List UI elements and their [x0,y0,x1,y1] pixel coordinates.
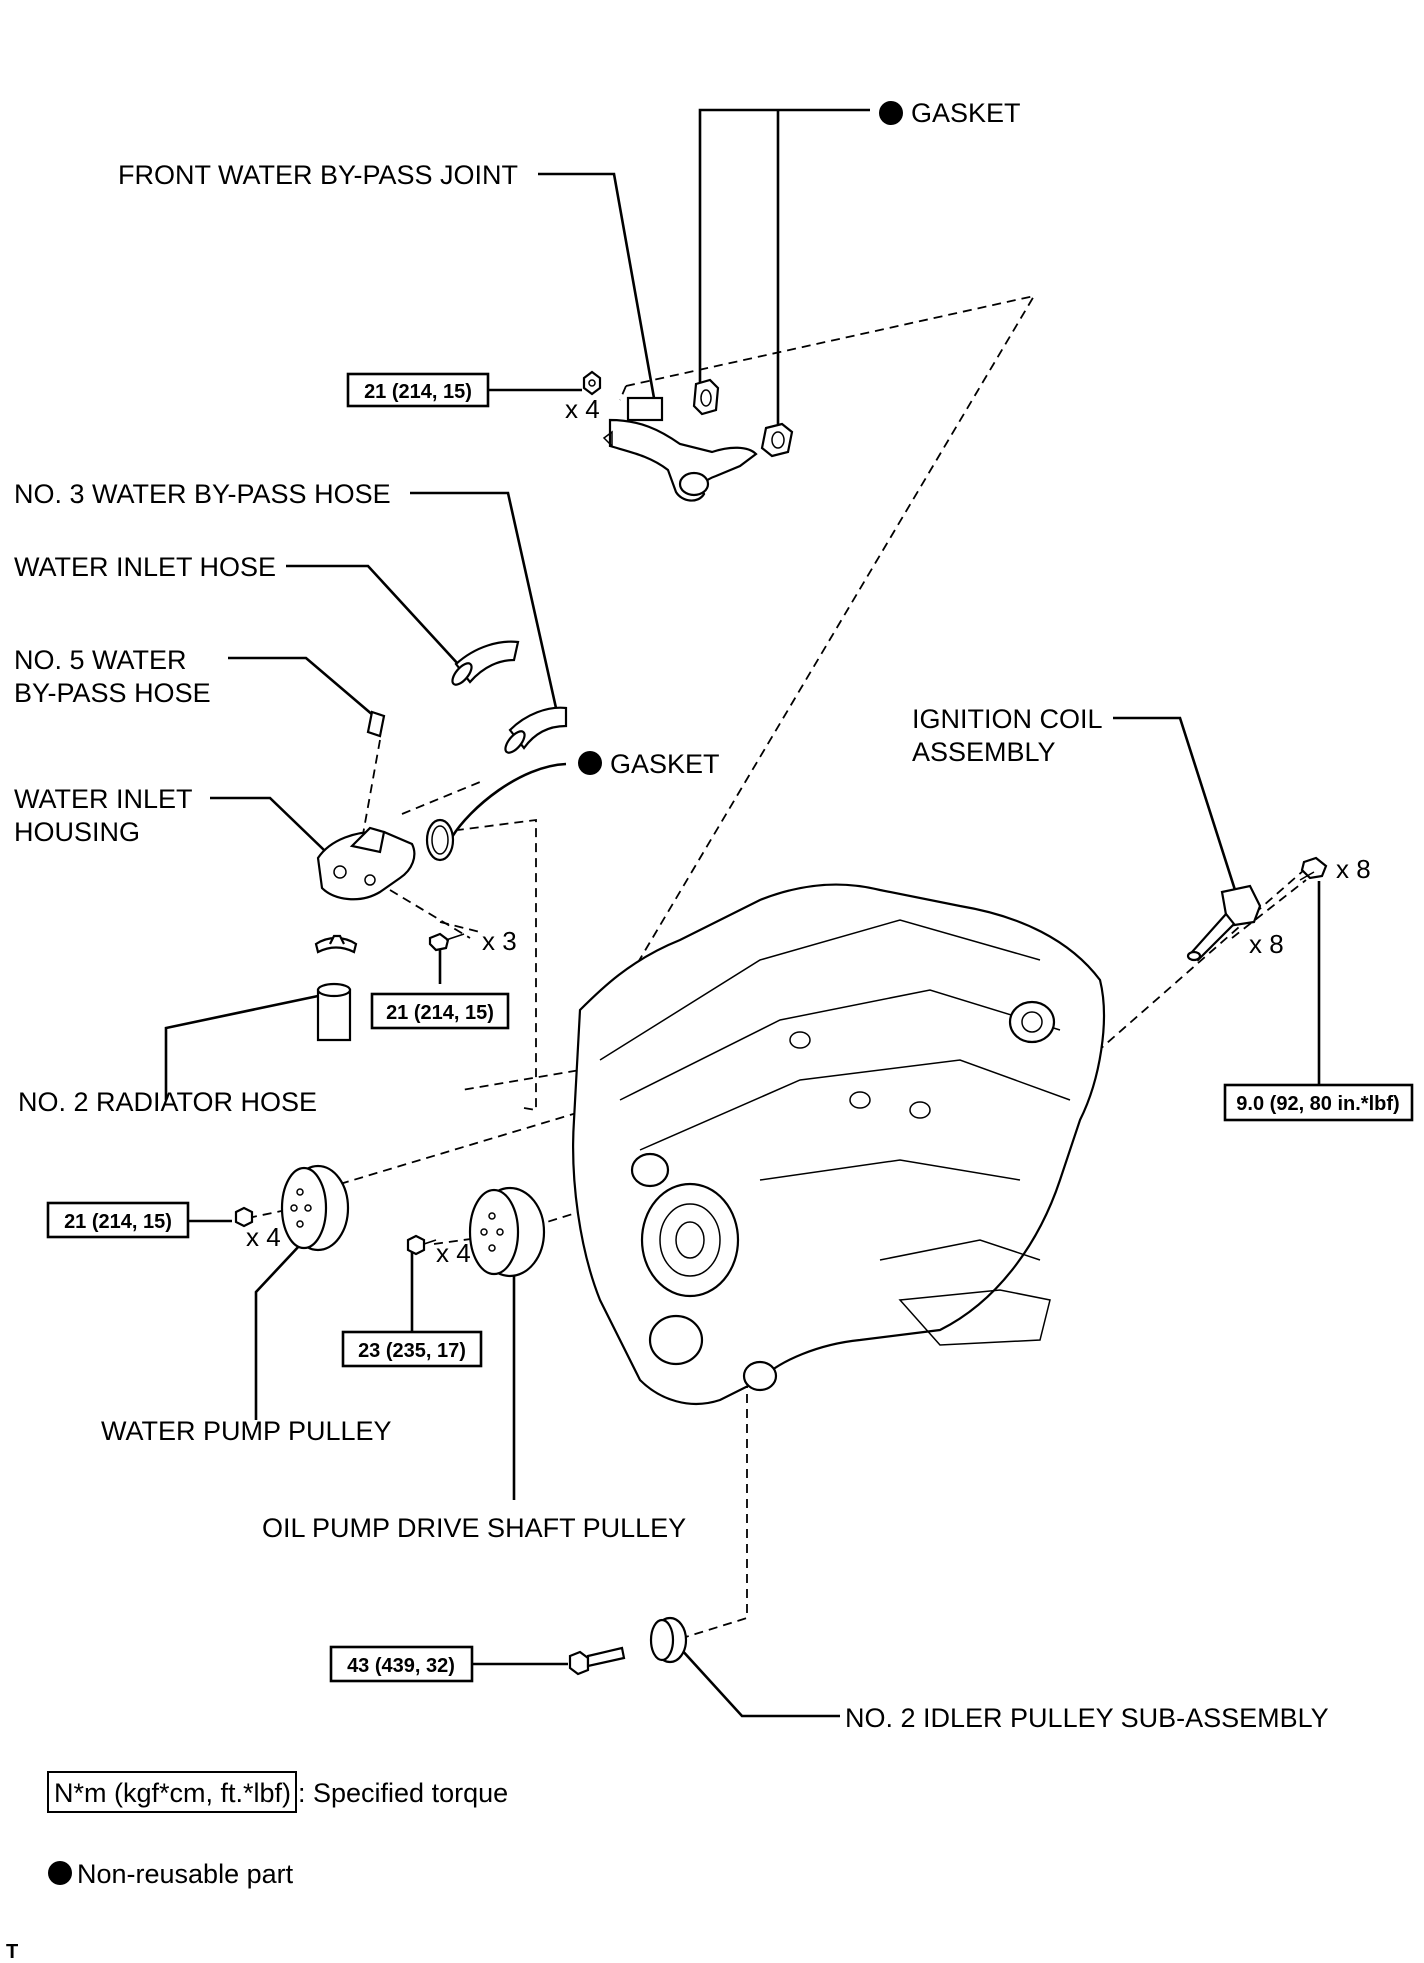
leader-lines [164,108,1321,1718]
label-ignition-coil-line1: IGNITION COIL [912,704,1103,734]
label-water-pump-pulley: WATER PUMP PULLEY [101,1416,392,1446]
count-water-pump-bolts: x 4 [246,1222,281,1252]
label-no5-water-line1: NO. 5 WATER [14,645,187,675]
ignition-coil-illustration [1186,856,1328,962]
label-water-inlet-housing-line2: HOUSING [14,817,140,847]
front-water-bypass-joint-illustration [582,370,758,502]
count-ignition-bolts: x 8 [1336,854,1371,884]
label-no3-water-bypass-hose: NO. 3 WATER BY-PASS HOSE [14,479,391,509]
label-no2-idler-pulley: NO. 2 IDLER PULLEY SUB-ASSEMBLY [845,1703,1329,1733]
legend-torque-unit: N*m (kgf*cm, ft.*lbf) [54,1778,291,1808]
nonreusable-dot-icon [879,101,903,125]
engine-illustration [572,883,1105,1405]
legend-nonreusable-text: Non-reusable part [77,1859,294,1889]
label-water-inlet-housing-line1: WATER INLET [14,784,193,814]
label-front-water-bypass-joint: FRONT WATER BY-PASS JOINT [118,160,518,190]
torque-boxes: 21 (214, 15) 21 (214, 15) 9.0 (92, 80 in… [46,372,1414,1683]
count-joint-bolts: x 4 [565,394,600,424]
legend: N*m (kgf*cm, ft.*lbf) : Specified torque… [6,1771,508,1963]
water-inlet-housing-illustration [314,826,416,954]
torque-oil-pump-pulley: 23 (235, 17) [358,1340,466,1362]
count-ignition-coils: x 8 [1249,929,1284,959]
count-markers: x 4 x 3 x 8 x 8 x 4 x 4 [246,394,1371,1268]
label-ignition-coil-line2: ASSEMBLY [912,737,1056,767]
torque-ignition: 9.0 (92, 80 in.*lbf) [1236,1093,1399,1115]
oil-pump-pulley-illustration [406,1186,546,1278]
count-housing-bolts: x 3 [482,926,517,956]
label-water-inlet-hose: WATER INLET HOSE [14,552,276,582]
no2-radiator-hose-illustration [316,982,352,1042]
torque-housing: 21 (214, 15) [386,1002,494,1024]
water-pump-pulley-illustration [234,1164,350,1252]
label-no5-water-line2: BY-PASS HOSE [14,678,211,708]
nonreusable-dot-icon [578,751,602,775]
torque-idler-pulley: 43 (439, 32) [347,1655,455,1677]
label-gasket-mid: GASKET [610,749,720,779]
label-gasket-top: GASKET [911,98,1021,128]
torque-joint: 21 (214, 15) [364,381,472,403]
footer-mark: T [6,1941,18,1963]
part-labels: GASKET FRONT WATER BY-PASS JOINT NO. 3 W… [14,98,1329,1733]
idler-pulley-illustration [568,1616,688,1676]
no5-water-bypass-hose-illustration [366,710,386,738]
label-oil-pump-drive-shaft-pulley: OIL PUMP DRIVE SHAFT PULLEY [262,1513,686,1543]
gasket-top-illustration [692,378,794,458]
torque-water-pump-pulley: 21 (214, 15) [64,1211,172,1233]
label-no2-radiator-hose: NO. 2 RADIATOR HOSE [18,1087,317,1117]
no3-water-bypass-hose-illustration [504,706,568,754]
count-oil-pump-bolts: x 4 [436,1238,471,1268]
nonreusable-dot-icon [48,1861,72,1885]
water-inlet-hose-illustration [451,640,520,686]
housing-bolt-illustration [428,932,465,952]
legend-torque-text: : Specified torque [298,1778,508,1808]
gasket-mid-illustration [425,818,455,862]
